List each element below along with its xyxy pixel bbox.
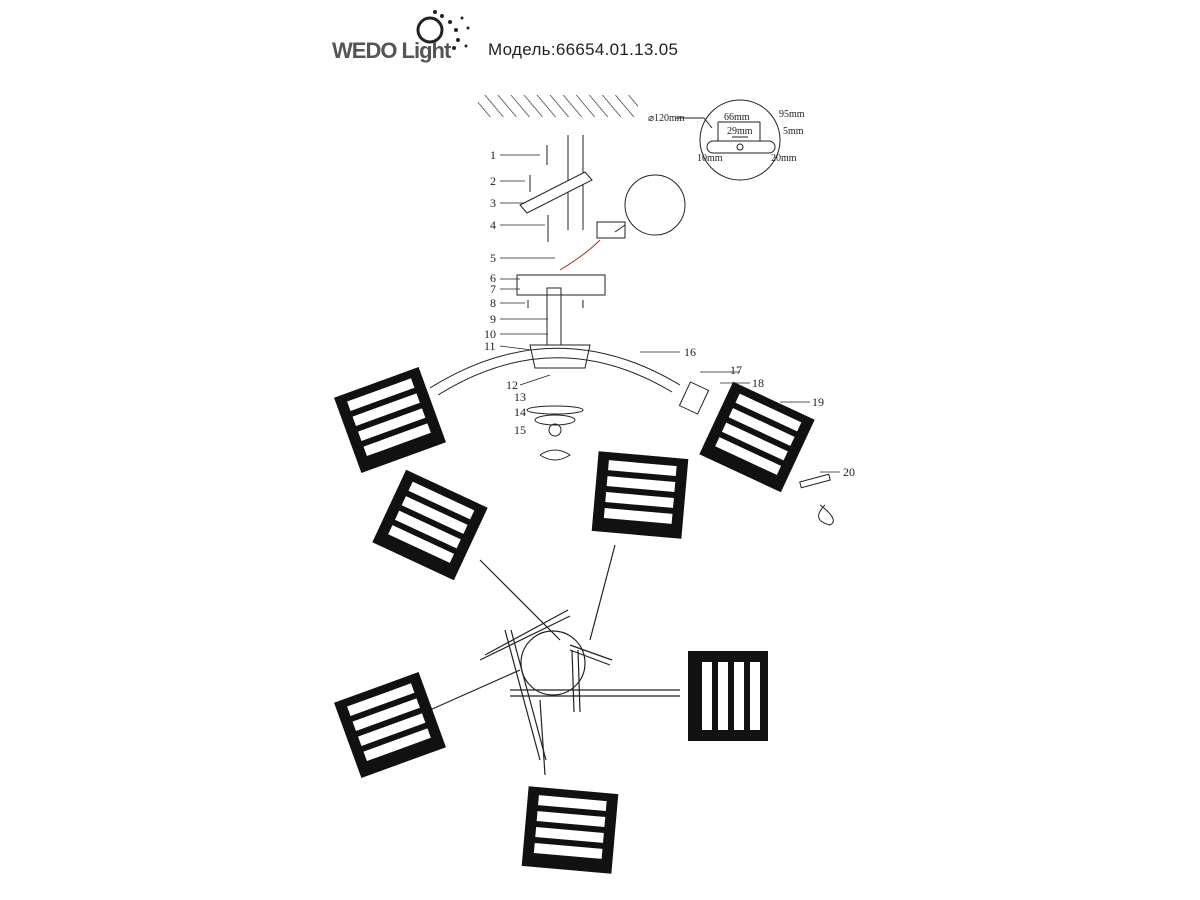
dim-diameter: ⌀120mm — [648, 113, 685, 124]
part-number: 9 — [490, 312, 496, 326]
part-number: 6 — [490, 271, 496, 285]
lamp-shade — [591, 451, 689, 539]
lamp-shade — [372, 469, 488, 581]
part-number: 13 — [514, 390, 526, 404]
lamp-shade — [334, 672, 446, 778]
part-number: 10 — [484, 327, 496, 341]
fixture-frame — [429, 544, 680, 776]
lamp-shade — [521, 786, 619, 874]
lamp-shade — [688, 651, 768, 741]
dim-29: 29mm — [727, 126, 753, 137]
brand-logo-text: WEDO Light — [332, 38, 452, 63]
part-number: 3 — [490, 196, 496, 210]
part-number: 5 — [490, 251, 496, 265]
dim-66: 66mm — [724, 112, 750, 123]
part-number: 14 — [514, 405, 526, 419]
lamp-shade — [334, 367, 446, 473]
dim-10: 10mm — [697, 153, 723, 164]
part-number: 16 — [684, 345, 696, 359]
model-label: Модель:66654.01.13.05 — [488, 40, 679, 59]
part-number: 18 — [752, 376, 764, 390]
part-number: 8 — [490, 296, 496, 310]
ceiling-hatch — [478, 95, 638, 117]
mounting-hardware — [429, 135, 834, 526]
part-number: 11 — [484, 339, 496, 353]
part-number: 4 — [490, 218, 496, 232]
part-number: 19 — [812, 395, 824, 409]
part-number: 15 — [514, 423, 526, 437]
brand-logo: WEDO Light — [330, 8, 480, 78]
lamp-shade — [699, 381, 815, 493]
dim-20: 20mm — [771, 153, 797, 164]
dim-5: 5mm — [783, 126, 804, 137]
dim-95: 95mm — [779, 109, 805, 120]
logo-swirl-icon — [416, 10, 470, 50]
part-number: 17 — [730, 363, 742, 377]
part-number: 7 — [490, 282, 496, 296]
leader-lines — [499, 154, 840, 473]
part-number: 20 — [843, 465, 855, 479]
part-number: 1 — [490, 148, 496, 162]
part-number: 12 — [506, 378, 518, 392]
part-number: 2 — [490, 174, 496, 188]
mounting-plate-detail — [676, 99, 781, 181]
